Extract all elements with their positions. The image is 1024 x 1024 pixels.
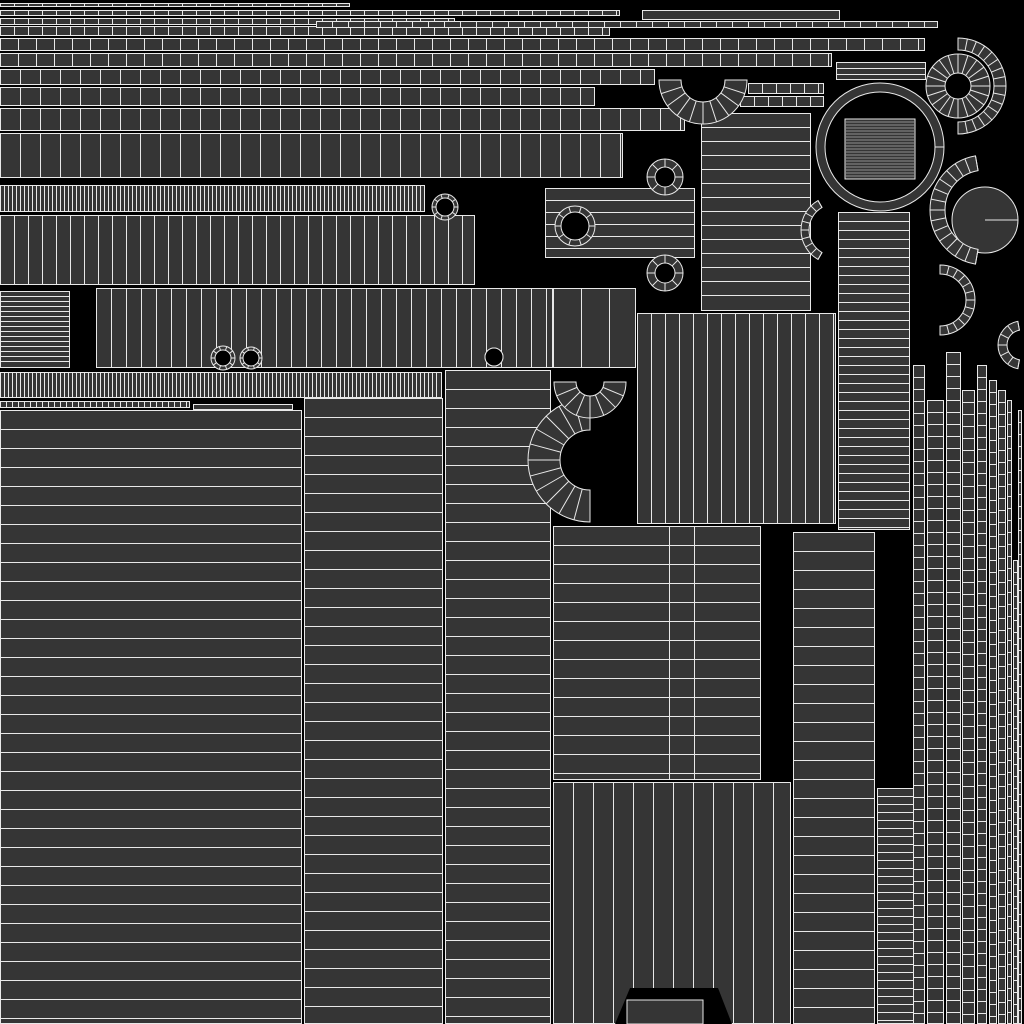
uv-island xyxy=(977,365,987,1024)
uv-island xyxy=(962,390,975,1024)
uv-ring xyxy=(997,320,1020,370)
uv-ring xyxy=(210,345,236,371)
uv-ring xyxy=(239,346,263,370)
uv-ring xyxy=(646,158,684,196)
uv-island xyxy=(836,62,926,80)
uv-island xyxy=(1007,400,1012,1024)
uv-island xyxy=(701,113,811,311)
uv-island xyxy=(316,21,938,28)
uv-island xyxy=(793,532,875,1024)
uv-island xyxy=(193,404,293,410)
uv-island xyxy=(0,185,425,212)
uv-island xyxy=(0,38,925,51)
uv-ring-islands xyxy=(210,37,1020,523)
uv-island xyxy=(642,10,840,20)
uv-island xyxy=(927,400,944,1024)
uv-island xyxy=(0,3,350,7)
uv-island xyxy=(0,410,302,1024)
uv-island xyxy=(1018,410,1022,1024)
uv-island xyxy=(946,352,961,1024)
uv-island xyxy=(838,212,910,530)
uv-ring xyxy=(929,155,979,265)
uv-island xyxy=(989,380,997,1024)
uv-island xyxy=(96,288,553,368)
uv-ring xyxy=(658,79,748,125)
uv-island xyxy=(0,87,595,106)
uv-ring xyxy=(939,264,976,336)
uv-island xyxy=(0,26,610,36)
uv-ring xyxy=(800,199,823,261)
uv-ring xyxy=(553,381,627,419)
uv-ring xyxy=(925,53,991,119)
uv-ring xyxy=(957,37,1007,135)
uv-island xyxy=(304,398,443,1024)
uv-island xyxy=(553,526,761,780)
uv-island xyxy=(0,53,832,67)
uv-island xyxy=(1013,560,1018,1024)
uv-ring xyxy=(951,186,1019,254)
uv-island xyxy=(0,133,623,178)
uv-island xyxy=(0,372,442,398)
uv-island xyxy=(740,96,824,107)
uv-island xyxy=(0,10,620,16)
uv-ring xyxy=(646,254,684,292)
uv-island xyxy=(553,782,791,1024)
uv-ring xyxy=(431,193,459,221)
uv-island xyxy=(913,365,925,1024)
uv-island xyxy=(748,83,824,94)
uv-island xyxy=(998,390,1006,1024)
uv-island xyxy=(0,69,655,85)
uv-island xyxy=(0,291,70,368)
uv-island xyxy=(0,215,475,285)
uv-island xyxy=(0,108,685,131)
uv-island xyxy=(637,313,836,524)
uv-island xyxy=(553,288,636,368)
uv-ring xyxy=(484,347,504,367)
uv-ring xyxy=(554,205,596,247)
uv-island xyxy=(0,401,190,408)
